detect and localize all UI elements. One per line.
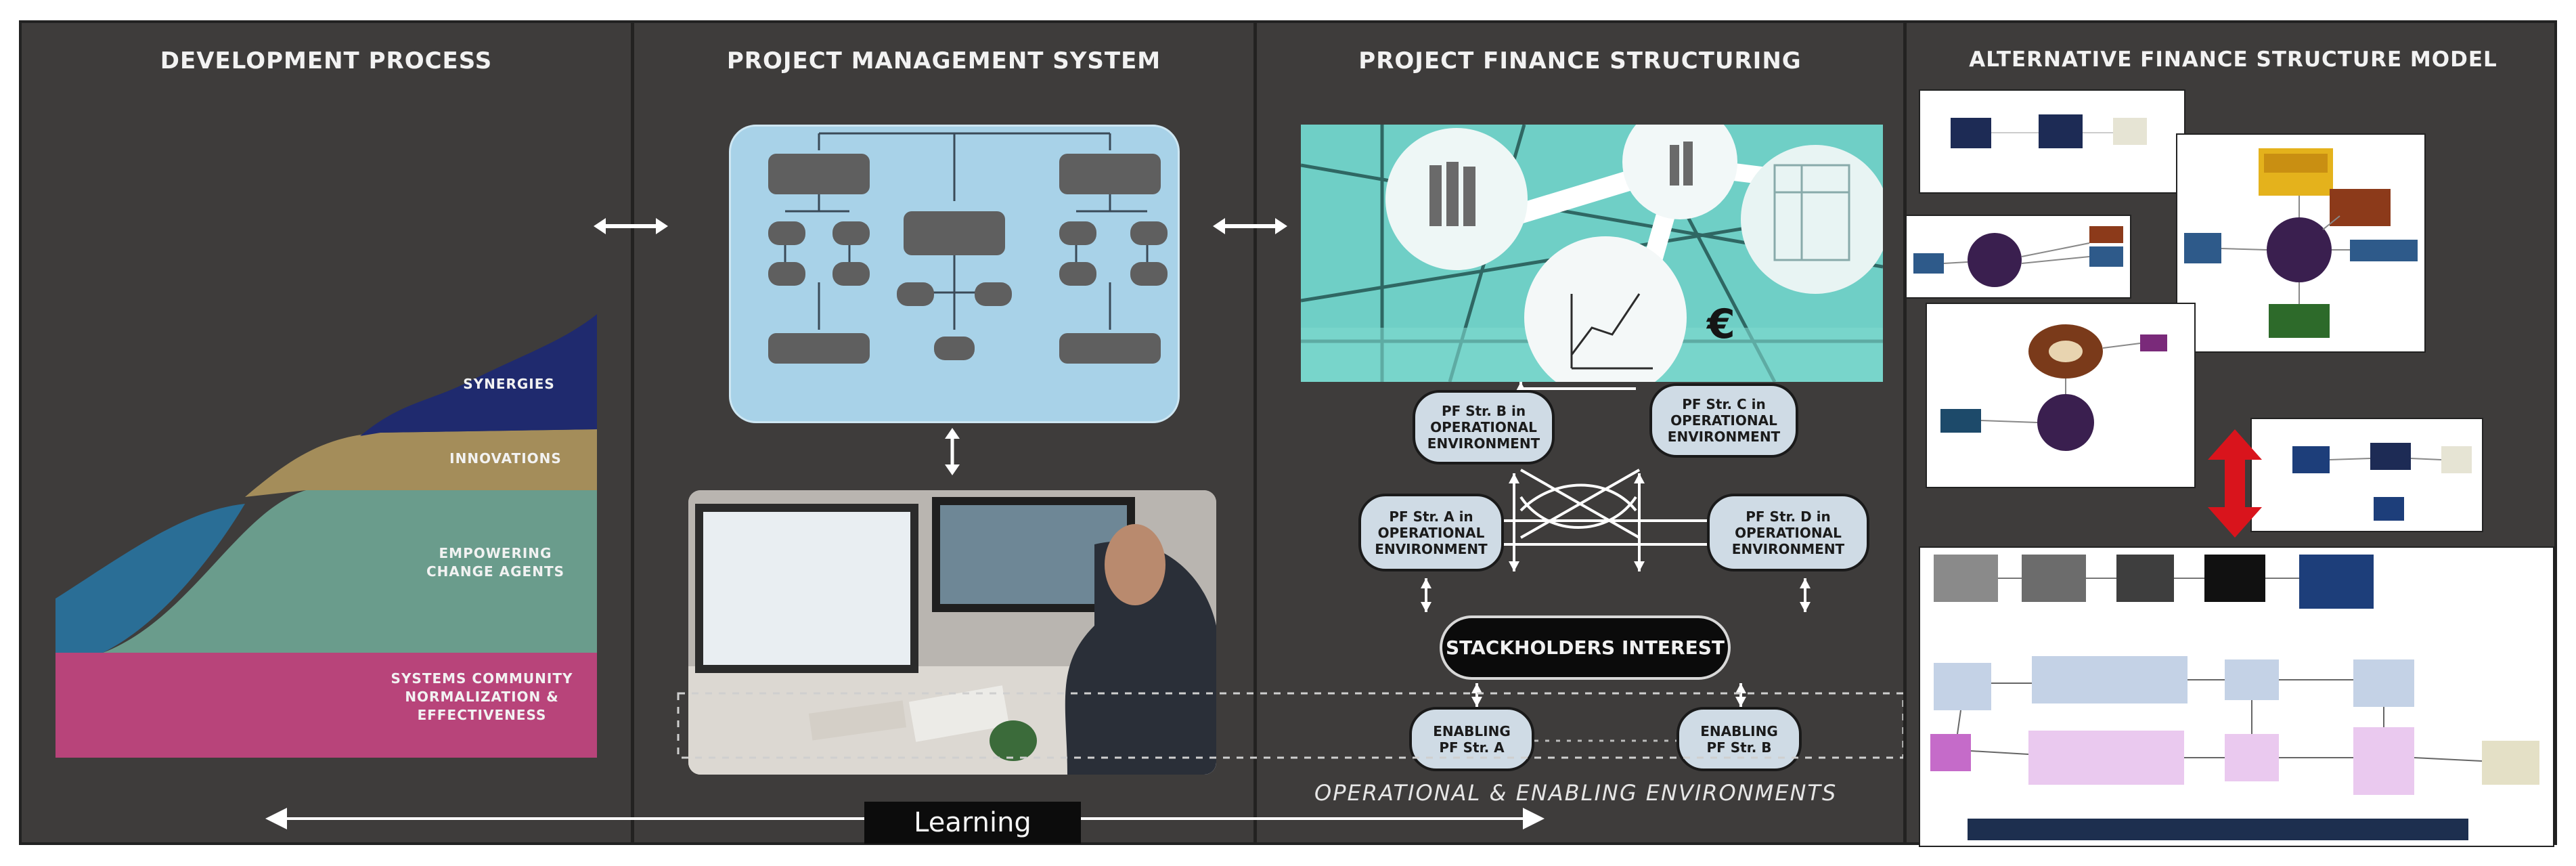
euro-icon: € (1707, 301, 1735, 348)
org-chart (729, 125, 1180, 423)
org-node (1059, 333, 1161, 364)
org-node (832, 262, 870, 286)
pf-node-d: PF Str. D in OPERATIONAL ENVIRONMENT (1707, 494, 1869, 571)
org-node (904, 211, 1005, 255)
org-node (1130, 221, 1168, 245)
learning-label: Learning (864, 802, 1081, 844)
org-node (897, 282, 934, 306)
project-management-title: PROJECT MANAGEMENT SYSTEM (726, 47, 1161, 74)
vertical-double-arrow-icon (945, 428, 960, 475)
separator-2 (1253, 23, 1257, 842)
org-node (934, 337, 975, 360)
project-management-panel: PROJECT MANAGEMENT SYSTEM (634, 23, 1253, 842)
mini-diagram-4 (1927, 304, 2194, 487)
development-process-panel: DEVELOPMENT PROCESS SYNERGIES INNOVATION… (22, 23, 631, 842)
development-process-title: DEVELOPMENT PROCESS (160, 47, 493, 74)
double-arrow-icon (1213, 218, 1287, 234)
org-node (1059, 154, 1161, 194)
org-node (768, 221, 805, 245)
org-node (768, 154, 870, 194)
band-label-innovations: INNOVATIONS (449, 450, 562, 467)
alternative-finance-panel: ALTERNATIVE FINANCE STRUCTURE MODEL (1907, 23, 2560, 846)
enabling-pf-a: ENABLING PF Str. A (1409, 707, 1534, 771)
band-systems-community (55, 653, 597, 758)
project-finance-panel: PROJECT FINANCE STRUCTURING (1257, 23, 1903, 842)
org-node (832, 221, 870, 245)
band-synergies (360, 314, 597, 436)
mini-diagram-1 (1920, 91, 2184, 192)
org-node (1059, 221, 1096, 245)
finance-collage: € (1301, 125, 1883, 382)
pf-node-c: PF Str. C in OPERATIONAL ENVIRONMENT (1649, 383, 1798, 458)
double-arrow-icon (594, 218, 668, 234)
figure-frame: DEVELOPMENT PROCESS SYNERGIES INNOVATION… (19, 20, 2560, 846)
mini-diagram-3 (1907, 216, 2130, 297)
operational-enabling-label: OPERATIONAL & ENABLING ENVIRONMENTS (1314, 780, 1838, 806)
development-area-chart (55, 314, 597, 758)
separator-3 (1903, 23, 1907, 842)
org-node (768, 262, 805, 286)
band-label-systems-community: SYSTEMS COMMUNITY NORMALIZATION & EFFECT… (391, 670, 573, 723)
org-node (768, 333, 870, 364)
band-innovations (245, 429, 597, 497)
band-label-synergies: SYNERGIES (463, 376, 555, 392)
office-photo (688, 490, 1216, 775)
operational-enabling-boundary (677, 692, 1905, 759)
red-double-arrow-icon (2208, 429, 2262, 538)
separator-1 (631, 23, 634, 842)
pf-node-b: PF Str. B in OPERATIONAL ENVIRONMENT (1413, 390, 1555, 464)
stakeholders-interest: STACKHOLDERS INTEREST (1440, 615, 1731, 680)
alternative-finance-title: ALTERNATIVE FINANCE STRUCTURE MODEL (1969, 47, 2497, 72)
detailed-structure-diagram (1920, 548, 2553, 846)
org-node (1130, 262, 1168, 286)
mini-diagram-5 (2252, 419, 2482, 531)
band-empowering-change-agents (103, 490, 597, 653)
org-chart-connectors (784, 132, 1149, 330)
pf-node-a: PF Str. A in OPERATIONAL ENVIRONMENT (1358, 494, 1504, 571)
org-node (975, 282, 1012, 306)
mini-diagram-2 (2177, 135, 2424, 351)
band-early-stage (55, 504, 245, 653)
org-node (1059, 262, 1096, 286)
enabling-pf-b: ENABLING PF Str. B (1676, 707, 1802, 771)
band-label-empowering: EMPOWERING CHANGE AGENTS (426, 545, 564, 580)
project-finance-title: PROJECT FINANCE STRUCTURING (1358, 47, 1802, 74)
